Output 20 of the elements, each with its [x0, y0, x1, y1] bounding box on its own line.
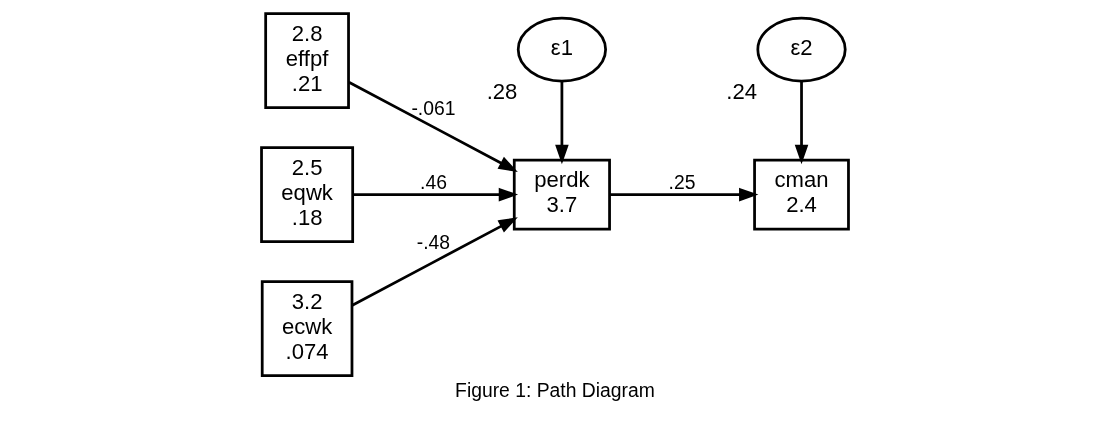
arrow — [351, 217, 518, 307]
arrow — [555, 81, 569, 165]
arrow — [610, 187, 759, 202]
node-box: 2.5 eqwk .18 — [260, 146, 355, 243]
node-box: cman 2.4 — [753, 158, 850, 231]
node-box: perdk 3.7 — [512, 158, 611, 231]
node-label: .28 — [486, 78, 518, 104]
caption: Figure 1: Path Diagram — [455, 379, 655, 401]
node-label: .24 — [726, 78, 758, 104]
edge-label: -.48 — [416, 231, 451, 253]
node-box: 3.2 ecwk .074 — [260, 280, 354, 377]
arrow — [352, 187, 519, 202]
arrow — [348, 80, 518, 172]
node-ellipse: ε2 — [756, 16, 847, 83]
node-ellipse: ε1 — [516, 16, 607, 83]
edge-label: -.061 — [411, 97, 456, 119]
arrow — [794, 81, 809, 165]
edge-label: .46 — [420, 172, 447, 194]
edge-label: .25 — [668, 172, 696, 194]
node-box: 2.8 effpf .21 — [264, 12, 350, 109]
